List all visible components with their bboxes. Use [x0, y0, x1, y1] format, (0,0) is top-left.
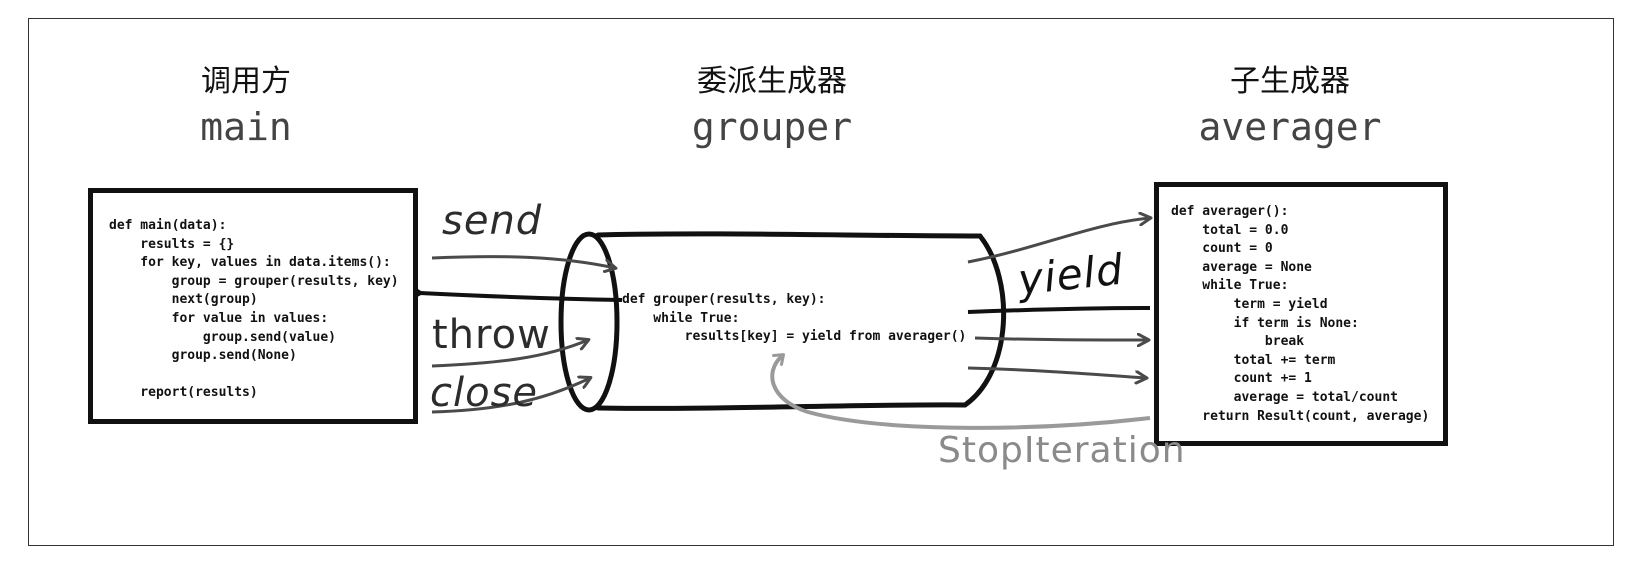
delegating-title-zh: 委派生成器	[697, 64, 847, 99]
pipe-bottom-edge	[595, 402, 968, 411]
pipe-right-end	[962, 233, 1007, 408]
averager-code: def averager(): total = 0.0 count = 0 av…	[1171, 204, 1430, 424]
send-through-arrow	[967, 218, 1150, 264]
close-label: close	[430, 370, 539, 416]
main-code: def main(data): results = {} for key, va…	[109, 218, 399, 401]
yield-back-arrow	[967, 306, 1151, 314]
delegating-title-en: grouper	[691, 105, 853, 149]
subgenerator-title-zh: 子生成器	[1230, 64, 1350, 99]
grouper-code: def grouper(results, key): while True: r…	[622, 292, 967, 345]
return-to-caller-arrow	[420, 293, 623, 302]
close-through-arrow	[967, 366, 1146, 378]
throw-arrow	[431, 340, 588, 368]
throw-through-arrow	[974, 338, 1148, 340]
subgenerator-title: 子生成器 averager	[1110, 62, 1470, 152]
diagram-frame	[28, 18, 1614, 546]
pipe-top-edge	[595, 231, 983, 239]
stop-iteration-label: StopIteration	[938, 430, 1186, 471]
caller-title-zh: 调用方	[201, 64, 291, 99]
pipe-mouth	[558, 231, 620, 413]
close-arrow	[431, 378, 590, 414]
subgenerator-title-en: averager	[1198, 105, 1382, 149]
stop-iteration-arrow	[770, 353, 1151, 430]
send-arrow	[431, 255, 615, 268]
throw-label: throw	[432, 312, 551, 358]
send-label: send	[442, 198, 543, 244]
delegating-title: 委派生成器 grouper	[592, 62, 952, 152]
caller-title: 调用方 main	[66, 62, 426, 152]
caller-title-en: main	[200, 105, 292, 149]
main-code-box: def main(data): results = {} for key, va…	[88, 188, 418, 424]
averager-code-box: def averager(): total = 0.0 count = 0 av…	[1154, 182, 1448, 446]
